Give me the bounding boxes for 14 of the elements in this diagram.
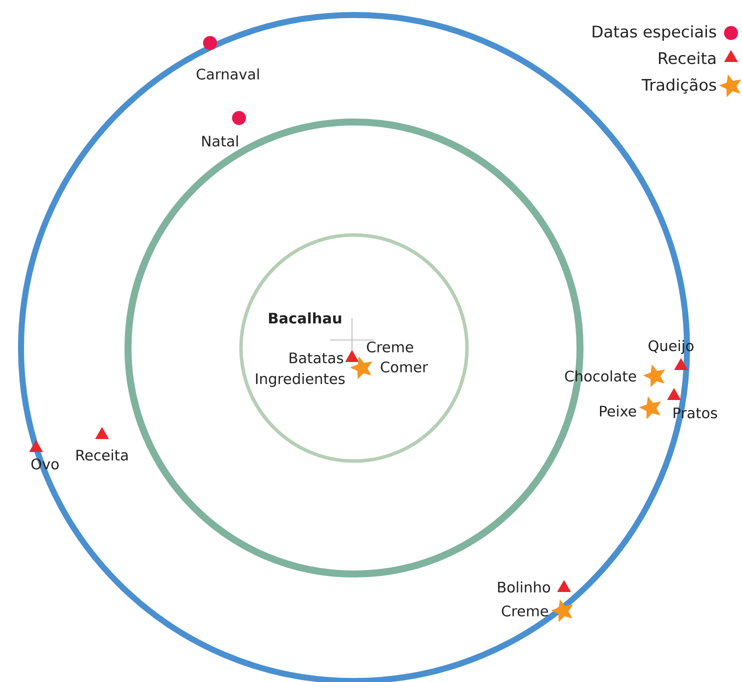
legend-label: Tradiçãos xyxy=(642,78,716,94)
marker-label: Ingredientes xyxy=(256,372,345,387)
marker-label: Peixe xyxy=(600,405,636,417)
marker-label: Batatas xyxy=(290,352,344,364)
legend-label: Datas especiais xyxy=(592,25,716,41)
marker-label: Bolinho xyxy=(498,581,550,593)
marker-label: Comer xyxy=(380,362,428,372)
marker-label: Carnaval xyxy=(196,68,259,80)
marker-label: Natal xyxy=(202,135,238,147)
marker-label: Bacalhau xyxy=(269,312,342,324)
marker-label: Creme xyxy=(366,342,414,352)
marker-label: Receita xyxy=(76,449,128,461)
marker-label: Creme xyxy=(502,606,548,616)
legend-label: Receita xyxy=(658,52,716,64)
